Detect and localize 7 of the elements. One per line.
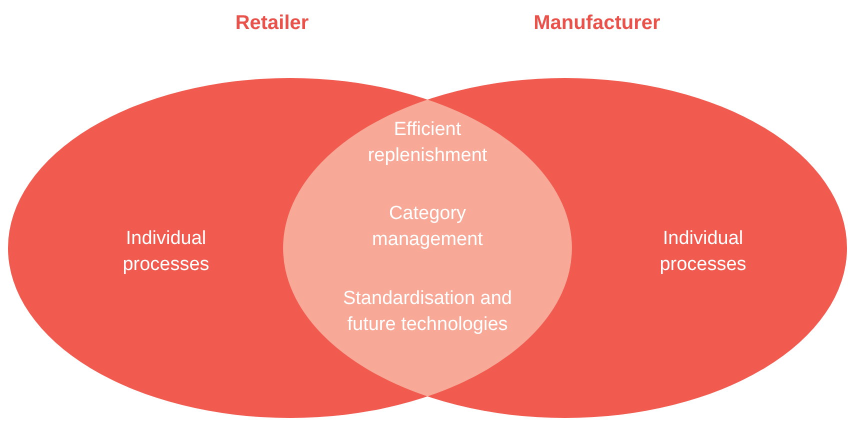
overlap-label: Category management xyxy=(371,202,484,252)
set-label: Individual processes xyxy=(658,227,748,277)
overlap-label: Standardisation and future technologies xyxy=(342,287,513,337)
set-heading: Retailer xyxy=(234,11,310,36)
set-heading: Manufacturer xyxy=(532,11,662,36)
overlap-label: Efficient replenishment xyxy=(366,118,488,168)
set-label: Individual processes xyxy=(122,227,210,277)
